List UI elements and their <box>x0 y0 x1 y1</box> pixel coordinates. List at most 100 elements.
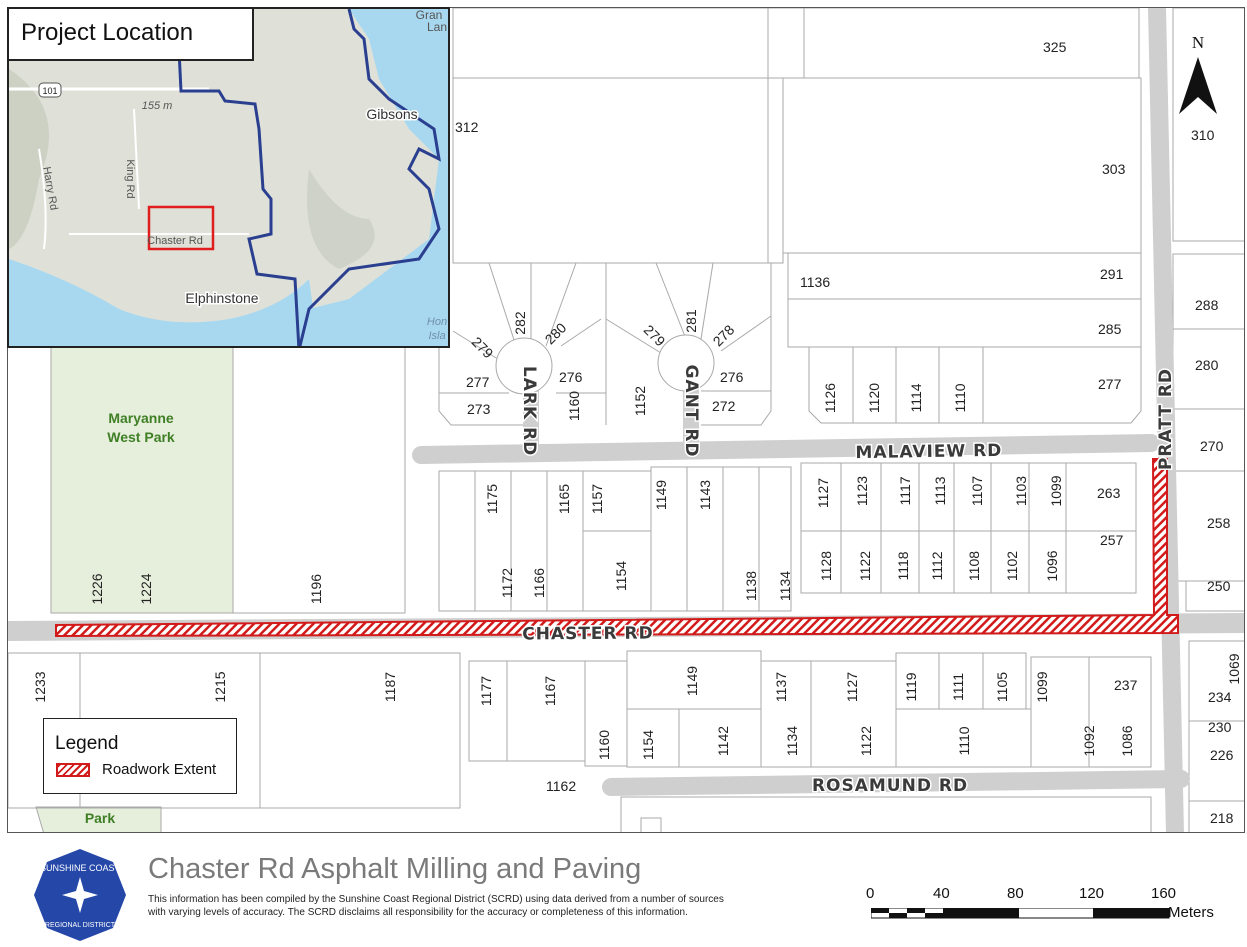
lot-label: 1166 <box>531 568 547 598</box>
lot-label: 258 <box>1207 515 1231 531</box>
lot-label: 1142 <box>715 726 731 756</box>
lot-label: 310 <box>1191 127 1215 143</box>
scrd-logo-icon: SUNSHINE COAST REGIONAL DISTRICT <box>34 849 126 941</box>
lot-label: 279 <box>469 334 497 362</box>
lot-label: 1114 <box>908 383 924 412</box>
park-area-south <box>35 806 162 832</box>
inset-label-isla: Isla <box>428 330 445 342</box>
legend: Legend Roadwork Extent <box>43 718 237 794</box>
lot-label: 1165 <box>556 484 572 514</box>
lot-label: 1107 <box>969 476 985 506</box>
lot-label: 257 <box>1100 532 1124 548</box>
label-chaster-rd: CHASTER RD <box>522 624 654 645</box>
lot-label: 263 <box>1097 485 1121 501</box>
maryanne-west-park-area <box>50 340 234 614</box>
lot-label: 1149 <box>653 480 669 510</box>
lot-label: 276 <box>559 369 583 385</box>
lot-label: 1108 <box>966 551 982 581</box>
label-lark-rd: LARK RD <box>519 366 539 456</box>
lot-label: 1069 <box>1226 653 1242 684</box>
inset-location-map[interactable]: 101 Gibsons Elphinstone Chaster Rd King … <box>7 7 450 348</box>
lot-label: 325 <box>1043 39 1067 55</box>
lot-label: 1137 <box>773 672 789 702</box>
lot-label: 277 <box>466 374 490 390</box>
lot-label: 1123 <box>854 476 870 506</box>
scale-bar: 0 40 80 120 160 Meters <box>860 883 1240 943</box>
lot-label: 1103 <box>1013 476 1029 506</box>
roadwork-swatch-icon <box>56 763 90 777</box>
lot-label: 1122 <box>858 726 874 756</box>
roadwork-extent[interactable] <box>55 458 1179 638</box>
lot-label: 1128 <box>818 551 834 581</box>
lot-label: 1122 <box>857 551 873 581</box>
lot-label: 1113 <box>932 476 948 505</box>
lot-label: 277 <box>1098 376 1122 392</box>
lot-label: 303 <box>1102 161 1126 177</box>
lot-label: 1160 <box>596 730 612 760</box>
lot-label: 1086 <box>1119 725 1135 756</box>
lot-label: 1112 <box>929 551 945 580</box>
lot-label: 1110 <box>956 726 972 755</box>
scale-tick-label: 80 <box>1007 885 1024 902</box>
map-frame[interactable]: Maryanne West Park Park CHASTER RD MALAV… <box>7 7 1245 833</box>
north-label: N <box>1192 33 1204 52</box>
north-arrow-icon <box>1179 57 1198 114</box>
scale-tick-label: 40 <box>933 885 950 902</box>
lot-label: 1233 <box>32 671 48 702</box>
lot-label: 285 <box>1098 321 1122 337</box>
lot-label: 1118 <box>895 551 911 580</box>
inset-label-lan: Lan <box>427 20 447 34</box>
lot-label: 1120 <box>866 383 882 413</box>
inset-map-canvas: 101 Gibsons Elphinstone Chaster Rd King … <box>9 9 448 346</box>
lot-label: 1099 <box>1034 671 1050 702</box>
inset-label-elphinstone: Elphinstone <box>185 290 258 306</box>
lot-label: 230 <box>1208 719 1232 735</box>
gant-cul-de-sac <box>657 334 715 392</box>
lot-label: 312 <box>455 119 479 135</box>
lot-label: 276 <box>720 369 744 385</box>
lot-label: 278 <box>710 321 738 349</box>
lot-label: 1096 <box>1044 550 1060 581</box>
lot-label: 237 <box>1114 677 1138 693</box>
lot-label: 1092 <box>1081 725 1097 756</box>
map-canvas[interactable]: Maryanne West Park Park CHASTER RD MALAV… <box>8 8 1245 833</box>
label-pratt-rd: PRATT RD <box>1156 368 1176 470</box>
scale-tick-label: 120 <box>1079 885 1105 902</box>
scale-unit: Meters <box>1168 904 1214 921</box>
lot-label: 273 <box>467 401 491 417</box>
lot-label: 1127 <box>844 672 860 702</box>
lot-label: 226 <box>1210 747 1234 763</box>
lot-label: 1154 <box>640 730 656 760</box>
lot-label: 250 <box>1207 578 1231 594</box>
inset-label-shield: 101 <box>42 86 57 96</box>
lot-label: 1172 <box>499 568 515 598</box>
scale-tick-label: 160 <box>1151 885 1177 902</box>
lot-label: 1162 <box>546 778 576 794</box>
lot-label: 1127 <box>815 478 831 508</box>
lot-label: 1196 <box>308 574 324 604</box>
north-arrow: N <box>1179 33 1217 114</box>
footer-disclaimer: This information has been compiled by th… <box>148 893 838 919</box>
disclaimer-line-1: This information has been compiled by th… <box>148 894 724 905</box>
disclaimer-line-2: with varying levels of accuracy. The SCR… <box>148 907 688 918</box>
lot-label: 1105 <box>994 672 1010 702</box>
scale-tick-label: 0 <box>866 885 875 902</box>
inset-label-gran: Gran <box>416 9 443 22</box>
lot-label: 1177 <box>478 676 494 706</box>
lot-label: 1224 <box>138 573 154 604</box>
lot-label: 281 <box>683 309 699 333</box>
lot-label: 1111 <box>950 673 966 701</box>
legend-title: Legend <box>55 733 119 754</box>
lot-label: 1143 <box>697 480 713 510</box>
lot-label: 270 <box>1200 438 1224 454</box>
parcel-lines <box>8 8 1244 832</box>
inset-label-hon: Hon <box>427 316 447 328</box>
lot-label: 1117 <box>897 476 913 505</box>
logo-text-top: SUNSHINE COAST <box>40 863 121 873</box>
lot-label: 234 <box>1208 689 1232 705</box>
lot-label: 1119 <box>903 672 919 701</box>
lot-label: 218 <box>1210 810 1234 826</box>
park-label-line2: West Park <box>107 429 175 445</box>
park-label-south: Park <box>85 810 116 826</box>
malaview-rd-line <box>412 434 1160 464</box>
